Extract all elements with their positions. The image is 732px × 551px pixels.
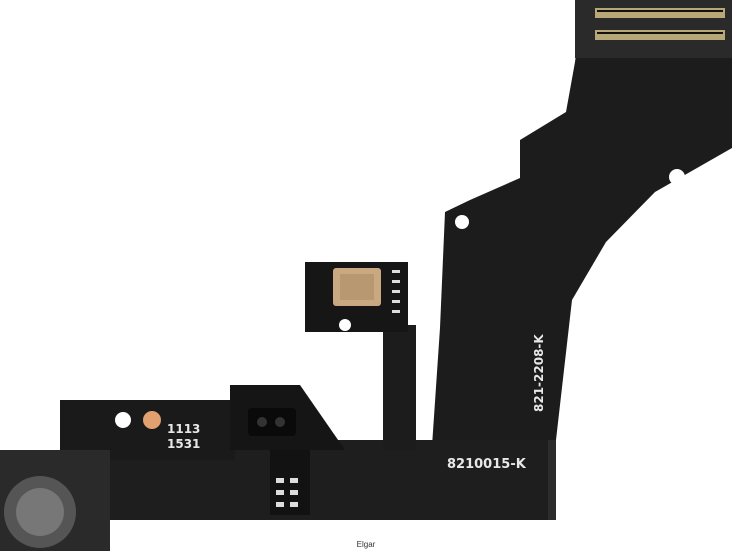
code-top-label: 1113 — [167, 422, 200, 436]
mount-hole — [115, 412, 131, 428]
flex-main-arm — [432, 40, 732, 446]
mount-hole — [669, 169, 685, 185]
connector-pins — [595, 8, 725, 40]
photo-caption: Elgar — [356, 540, 376, 549]
copper-pad — [143, 411, 161, 429]
code-bottom-label: 1531 — [167, 437, 200, 451]
part-number-vertical: 821-2208-K — [532, 334, 546, 412]
part-number-horizontal: 8210015-K — [447, 457, 527, 472]
proximity-sensor — [248, 408, 296, 436]
flex-mic-strip — [383, 325, 416, 450]
mount-hole — [339, 319, 351, 331]
mount-hole — [455, 215, 469, 229]
